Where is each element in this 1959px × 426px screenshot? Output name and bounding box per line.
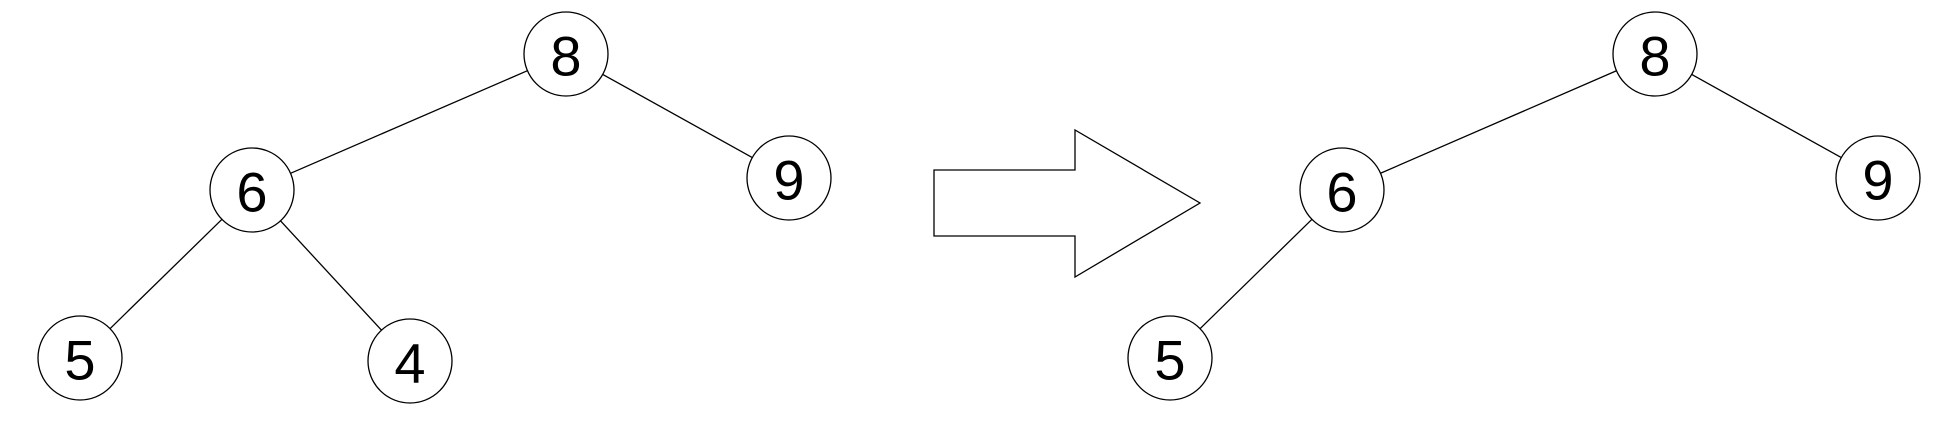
node-label: 9 (773, 149, 804, 212)
node-label: 8 (1639, 25, 1670, 88)
node-circle (1612, 11, 1698, 97)
node-circle (209, 147, 295, 233)
after-edge-n8-n9 (1691, 73, 1842, 159)
before-tree-node-5: 5 (37, 315, 123, 401)
node-label: 9 (1862, 149, 1893, 212)
nodes-layer: 8 6 9 5 4 8 6 9 5 (37, 11, 1921, 404)
node-circle (367, 318, 453, 404)
after-edge-n8-n6 (1380, 70, 1617, 174)
before-edge-n8-n6 (290, 70, 528, 174)
edges-layer (109, 70, 1842, 331)
node-circle (1299, 147, 1385, 233)
node-circle (37, 315, 123, 401)
node-label: 5 (1154, 329, 1185, 392)
after-tree-node-8: 8 (1612, 11, 1698, 97)
before-edge-n6-n4 (280, 220, 382, 331)
node-label: 5 (64, 329, 95, 392)
node-circle (746, 135, 832, 221)
before-tree-node-4: 4 (367, 318, 453, 404)
before-tree-node-9: 9 (746, 135, 832, 221)
after-tree-node-6: 6 (1299, 147, 1385, 233)
node-label: 8 (550, 25, 581, 88)
after-tree-node-5: 5 (1127, 315, 1213, 401)
after-tree-node-9: 9 (1835, 135, 1921, 221)
node-circle (1835, 135, 1921, 221)
before-tree-node-8: 8 (523, 11, 609, 97)
node-circle (1127, 315, 1213, 401)
before-tree-node-6: 6 (209, 147, 295, 233)
node-label: 4 (394, 332, 425, 395)
node-circle (523, 11, 609, 97)
node-label: 6 (236, 161, 267, 224)
node-label: 6 (1326, 161, 1357, 224)
before-edge-n8-n9 (602, 73, 753, 159)
transformation-arrow (933, 128, 1202, 279)
before-edge-n6-n5 (109, 218, 223, 330)
after-edge-n6-n5 (1199, 218, 1313, 330)
